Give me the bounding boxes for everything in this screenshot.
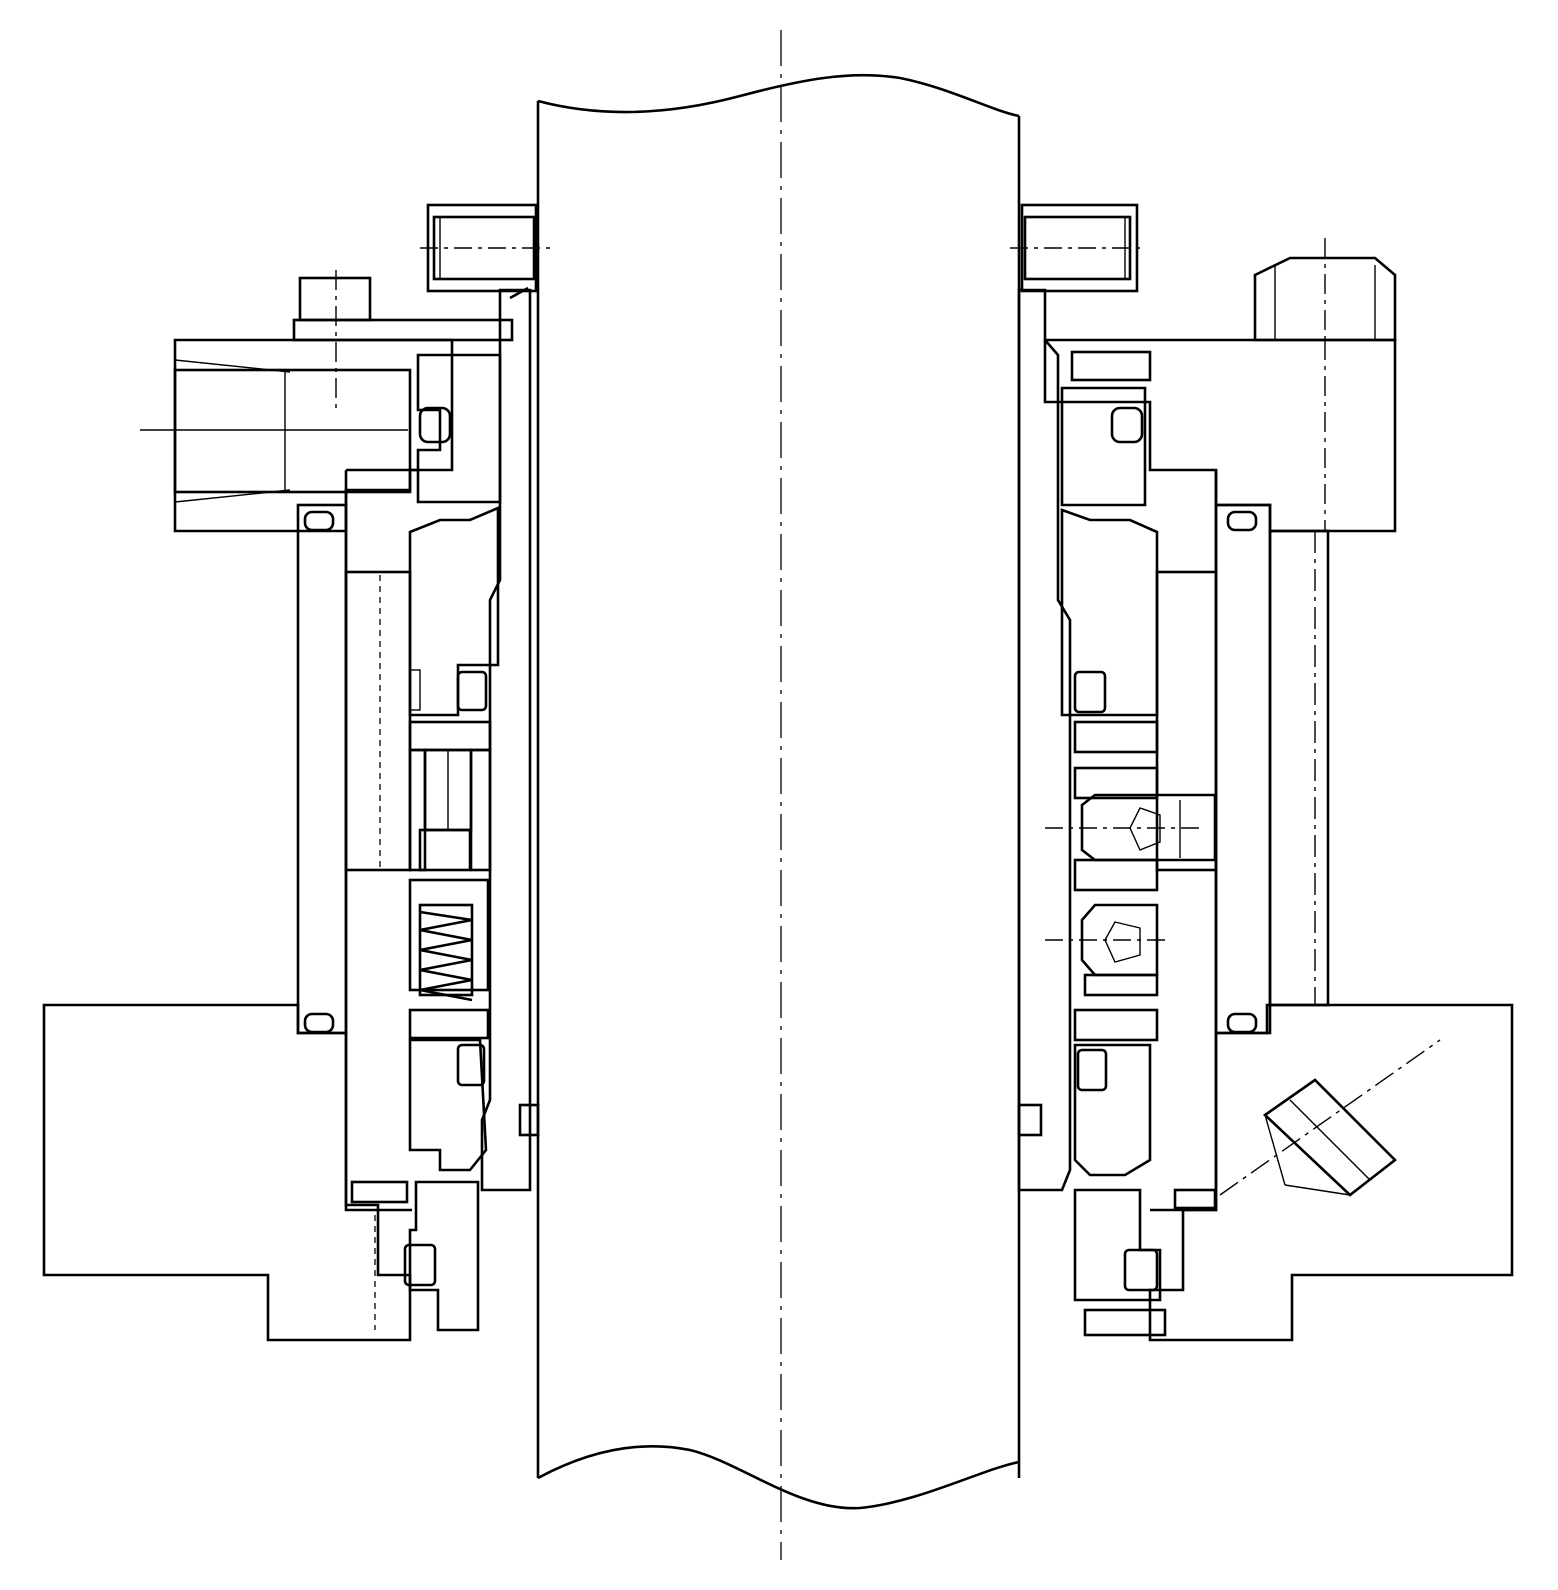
right-drive-ring bbox=[1073, 720, 1159, 754]
left-pin bbox=[350, 1180, 409, 1204]
right-column bbox=[1268, 529, 1330, 1007]
right-oring-bottom2 bbox=[1123, 1248, 1159, 1292]
left-bottom-ring bbox=[408, 1180, 480, 1332]
left-stationary-ring bbox=[416, 353, 502, 504]
left-rotating-ring bbox=[408, 506, 500, 717]
right-outer-body bbox=[1214, 503, 1272, 1035]
right-rotating-ring bbox=[1060, 508, 1159, 717]
right-oring-lower bbox=[1076, 1048, 1108, 1092]
right-oring-mid bbox=[1073, 670, 1107, 714]
right-seal-section bbox=[1010, 203, 1514, 1342]
left-oring-bottom2 bbox=[403, 1243, 437, 1287]
shaft bbox=[536, 30, 1021, 1560]
right-oring-bottom bbox=[1226, 1012, 1258, 1034]
left-seal-section bbox=[42, 203, 550, 1342]
right-oring-top bbox=[1226, 510, 1258, 532]
left-oring-face bbox=[418, 406, 452, 444]
right-hex-nut-icon bbox=[1253, 256, 1397, 342]
right-stationary-ring bbox=[1060, 386, 1147, 507]
left-outer-body bbox=[296, 503, 348, 1035]
right-angled-port bbox=[1219, 1039, 1441, 1197]
right-pin-lower bbox=[1173, 1188, 1217, 1210]
left-lower-ring bbox=[408, 1038, 488, 1172]
right-bottom-ring bbox=[1073, 1188, 1162, 1302]
left-oring-top bbox=[303, 510, 335, 532]
left-inner-column bbox=[344, 570, 412, 872]
right-inner-column bbox=[1155, 570, 1218, 872]
right-pump-housing bbox=[1148, 1003, 1514, 1342]
right-oring-face bbox=[1110, 406, 1144, 444]
right-gland-plate bbox=[1043, 338, 1397, 533]
left-spring-icon bbox=[419, 910, 473, 1002]
left-collar-screw bbox=[432, 215, 536, 281]
left-pump-housing bbox=[42, 1003, 412, 1342]
left-washer-plate bbox=[292, 318, 514, 342]
left-drive-ring bbox=[408, 720, 492, 752]
left-bolt-head bbox=[298, 276, 372, 322]
right-set-screw-lower-icon bbox=[1045, 903, 1170, 977]
right-lower-retainer bbox=[1073, 1008, 1159, 1042]
left-oring-lower bbox=[456, 1043, 486, 1087]
left-sleeve bbox=[480, 288, 532, 1192]
right-set-screw-upper-icon bbox=[1045, 793, 1217, 862]
right-lower-ring bbox=[1073, 1043, 1152, 1177]
right-pin-bottom bbox=[1083, 1308, 1167, 1337]
right-pin bbox=[1070, 350, 1152, 382]
right-sleeve bbox=[1017, 288, 1072, 1192]
left-oring-bottom bbox=[303, 1012, 335, 1034]
left-oring-mid bbox=[456, 670, 488, 712]
left-lower-retainer bbox=[408, 1008, 490, 1040]
left-gland-port bbox=[173, 368, 412, 494]
left-spring-retainer bbox=[408, 878, 490, 992]
